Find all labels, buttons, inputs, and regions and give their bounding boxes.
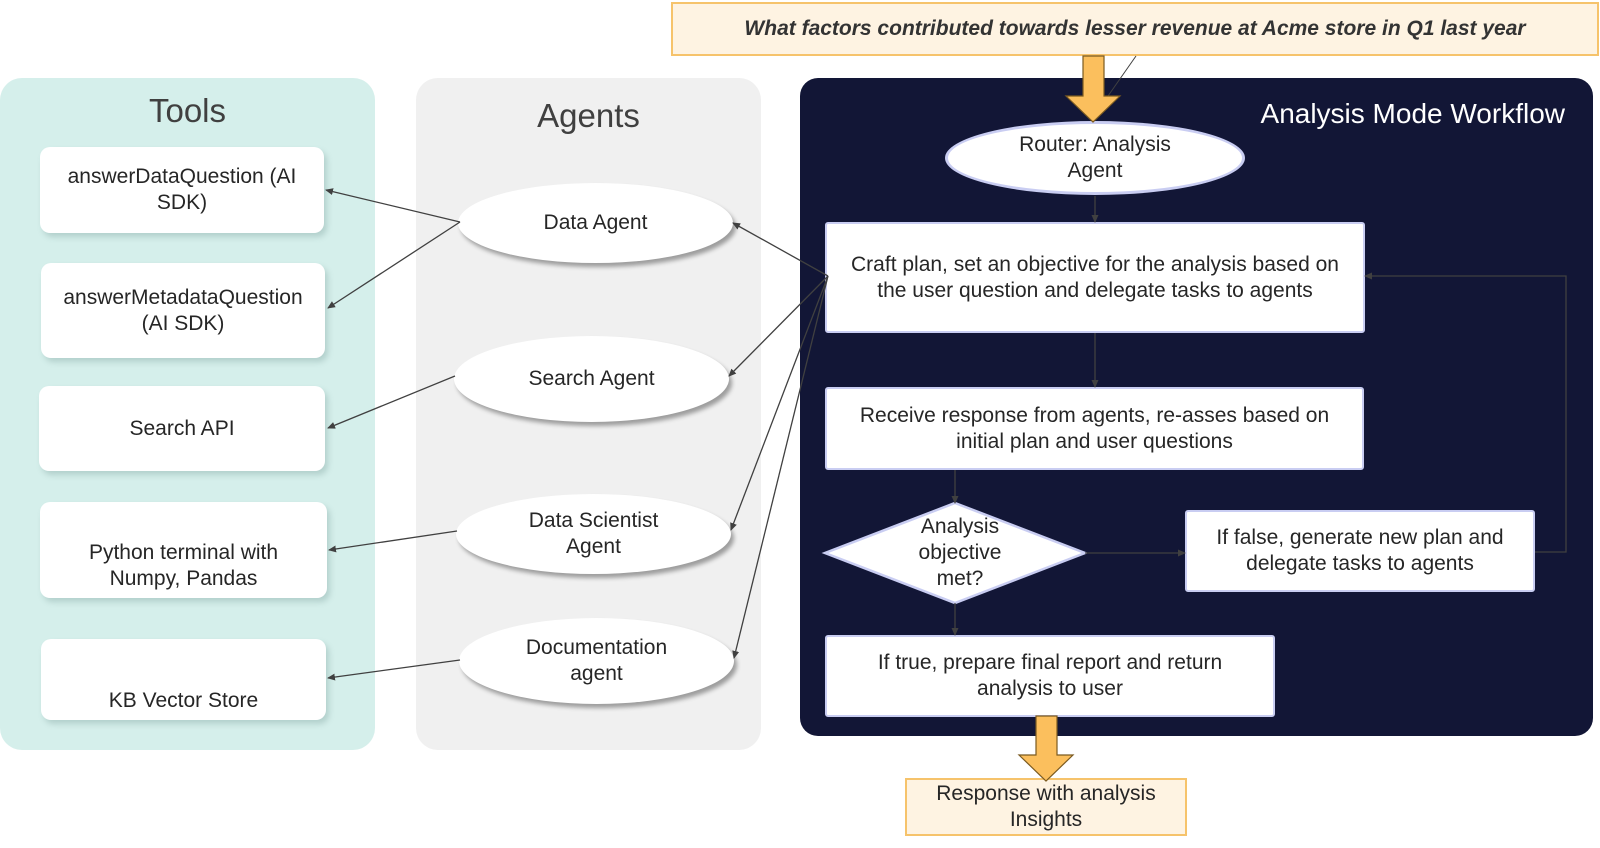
tool-python-terminal[interactable]: Python terminal with Numpy, Pandas <box>40 502 327 598</box>
craft-plan-step[interactable]: Craft plan, set an objective for the ana… <box>825 222 1365 333</box>
agent-data-scientist[interactable]: Data Scientist Agent <box>456 494 731 574</box>
tool-answer-metadata-question[interactable]: answerMetadataQuestion (AI SDK) <box>41 263 325 358</box>
tool-answer-data-question[interactable]: answerDataQuestion (AI SDK) <box>40 147 324 233</box>
workflow-title: Analysis Mode Workflow <box>1260 98 1565 129</box>
agent-search[interactable]: Search Agent <box>454 336 729 422</box>
tool-kb-vector-store[interactable]: KB Vector Store <box>41 639 326 720</box>
if-true-step[interactable]: If true, prepare final report and return… <box>825 635 1275 717</box>
tool-search-api[interactable]: Search API <box>39 386 325 471</box>
user-question-callout: What factors contributed towards lesser … <box>671 2 1599 56</box>
agents-title: Agents <box>537 97 640 134</box>
agent-documentation[interactable]: Documentation agent <box>459 618 734 704</box>
receive-response-step[interactable]: Receive response from agents, re-asses b… <box>825 387 1364 470</box>
if-false-step[interactable]: If false, generate new plan and delegate… <box>1185 510 1535 592</box>
tools-title: Tools <box>148 92 227 129</box>
decision-label: Analysis objective met? <box>918 515 1002 590</box>
response-callout: Response with analysis Insights <box>905 778 1187 836</box>
agent-data[interactable]: Data Agent <box>458 183 733 263</box>
router-analysis-agent[interactable]: Router: Analysis Agent <box>945 121 1245 195</box>
